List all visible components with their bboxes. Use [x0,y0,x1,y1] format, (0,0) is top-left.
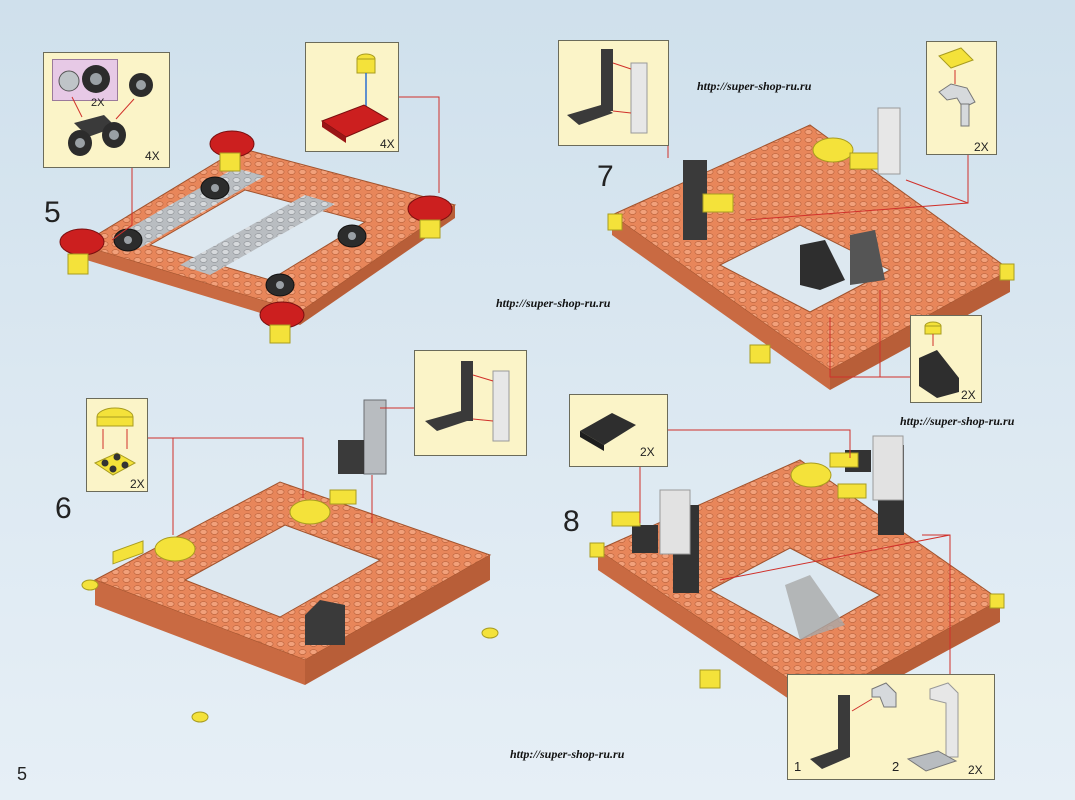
watermark-url: http://super-shop-ru.ru [510,747,625,761]
quantity-label: 2X [968,763,983,777]
callout-hinge: 2X [926,41,997,155]
step7-assembly [607,107,1015,390]
quantity-label: 2X [130,477,145,491]
plate-icon [320,53,390,143]
sub-step-number: 1 [794,759,802,774]
callout-wheel-assembly: 2X 4X [43,52,170,168]
callout-red-plate: 4X [305,42,399,152]
watermark-url: http://super-shop-ru.ru [697,79,812,93]
step-number-5: 5 [44,196,61,229]
step6-assembly [81,399,499,723]
callout-bracket [558,40,669,146]
step5-assembly [59,130,457,344]
callout-sub-steps: 1 2 2X [787,674,995,780]
watermark-url: http://super-shop-ru.ru [496,296,611,310]
bracket-icon [425,361,510,442]
quantity-label: 4X [380,137,395,151]
callout-slope: 2X [569,394,668,467]
sub-step-icon [810,682,959,772]
hinge-icon [938,47,976,127]
quantity-label: 2X [91,97,105,109]
callout-bracket [414,350,527,456]
quantity-label: 2X [640,445,655,459]
step-number-6: 6 [55,492,72,525]
slope-icon [919,321,959,398]
quantity-label: 4X [145,149,160,163]
sub-step-number: 2 [892,759,900,774]
step8-assembly [589,435,1005,720]
callout-round-tile: 2X [86,398,148,492]
watermark-url: http://super-shop-ru.ru [900,414,1015,428]
wheel-icon [58,65,153,156]
step-number-7: 7 [597,160,614,193]
slope-icon [580,413,636,451]
bracket-icon [567,49,648,134]
callout-slope: 2X [910,315,982,403]
round-tile-icon [93,407,137,476]
step-number-8: 8 [563,505,580,538]
quantity-label: 2X [961,388,976,402]
page-number: 5 [17,764,28,784]
quantity-label: 2X [974,140,989,154]
